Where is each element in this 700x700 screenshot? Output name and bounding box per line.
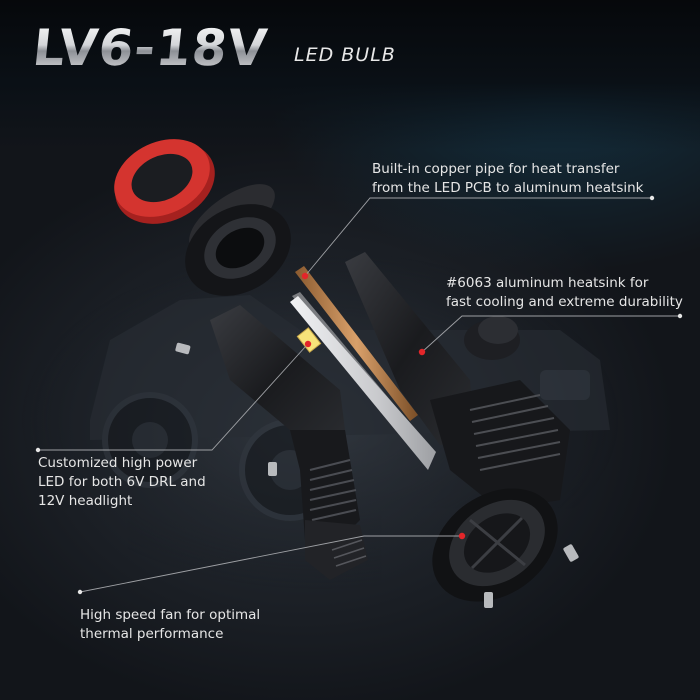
callout-heatsink: #6063 aluminum heatsink for fast cooling… bbox=[446, 274, 683, 312]
callout-copper-pipe-line-1: Built-in copper pipe for heat transfer bbox=[372, 161, 620, 177]
led-pcb-board bbox=[290, 292, 436, 470]
twist-lock-adaptor bbox=[185, 184, 291, 296]
product-subtitle: LED BULB bbox=[294, 44, 396, 66]
right-heatsink-half bbox=[345, 252, 570, 510]
callout-fan-line-2: thermal performance bbox=[80, 626, 224, 642]
header-band bbox=[0, 0, 700, 150]
fan-ring bbox=[432, 488, 558, 602]
callout-copper-pipe-line-2: from the LED PCB to aluminum heatsink bbox=[372, 180, 644, 196]
callout-fan: High speed fan for optimal thermal perfo… bbox=[80, 606, 260, 644]
callout-led: Customized high power LED for both 6V DR… bbox=[38, 454, 206, 511]
callout-fan-line-1: High speed fan for optimal bbox=[80, 607, 261, 623]
callout-led-line-2: LED for both 6V DRL and bbox=[38, 474, 206, 490]
leader-endpoints bbox=[35, 195, 683, 595]
callout-led-line-3: 12V headlight bbox=[38, 493, 133, 509]
callout-markers bbox=[301, 272, 466, 540]
callout-heatsink-line-2: fast cooling and extreme durability bbox=[446, 294, 683, 310]
copper-heat-pipe bbox=[295, 266, 418, 421]
red-seal-ring bbox=[114, 139, 215, 224]
callout-copper-pipe: Built-in copper pipe for heat transfer f… bbox=[372, 160, 643, 198]
leader-lines bbox=[38, 197, 680, 593]
callout-led-line-1: Customized high power bbox=[38, 455, 198, 471]
callout-heatsink-line-1: #6063 aluminum heatsink for bbox=[446, 275, 649, 291]
screws bbox=[175, 342, 579, 608]
